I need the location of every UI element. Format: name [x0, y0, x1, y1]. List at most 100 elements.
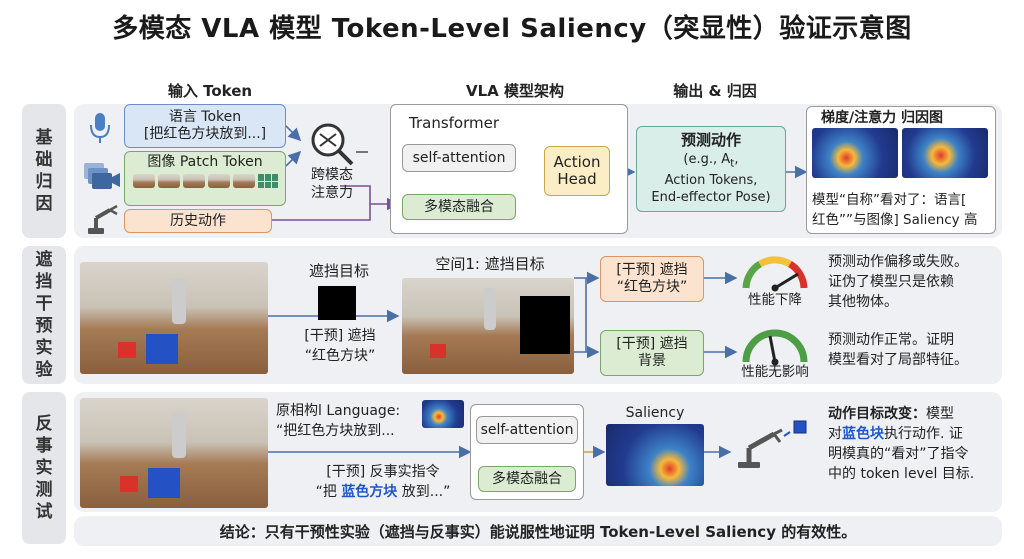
original-language: 原相构l Language: “把红色方块放到...: [276, 401, 426, 441]
attribution-note: 模型“自称”看对了：语言[ 红色””与图像] Saliency 高: [812, 190, 998, 230]
counterfactual-result-line2: 对蓝色块执行动作. 证: [828, 424, 1000, 444]
predicted-action-example-text: (e.g., A: [683, 152, 731, 168]
self-attention-block: self-attention: [402, 144, 516, 172]
predicted-action-pose: End-effector Pose): [651, 189, 771, 205]
transformer-label: Transformer: [409, 114, 500, 132]
cross-attention-search-icon: [311, 123, 354, 166]
side-label-basic: 基础归因: [22, 104, 66, 238]
language-token-content: [把红色方块放到...]: [143, 126, 267, 142]
result-mask-bg-line2: 模型看对了局部特征。: [828, 352, 968, 368]
action-head-block: Action Head: [544, 146, 610, 196]
robot-arm-blue-target-icon: [738, 420, 807, 468]
attribution-heatmap-2: [902, 128, 988, 178]
result-mask-red-line1: 预测动作偏移或失败。: [828, 254, 968, 270]
counterfactual-result-line4: 中的 token level 目标.: [828, 466, 975, 482]
robot-scene-photo: [80, 262, 268, 374]
cross-attention-label: 跨模态 注意力: [298, 166, 366, 202]
counterfactual-suffix: 放到...”: [397, 484, 451, 500]
gauge-stable-label: 性能无影响: [741, 364, 809, 380]
original-language-line2: “把红色方块放到...: [276, 423, 395, 439]
occluded-scene-photo: [402, 278, 574, 374]
counterfactual-result-action: 执行动作. 证: [884, 426, 963, 442]
original-saliency-thumbnail: [422, 400, 464, 428]
counterfactual-self-attention-label: self-attention: [480, 421, 574, 438]
attribution-map-title: 梯度/注意力 归因图: [821, 110, 943, 126]
result-mask-background: 预测动作正常。证明 模型看对了局部特征。: [828, 330, 1000, 370]
token-grid-icon: [257, 174, 278, 188]
counterfactual-instruction: [干预] 反事实指令 “把 蓝色方块 放到...”: [288, 462, 478, 502]
patch-tile: [132, 174, 155, 188]
result-mask-red-line2: 证伪了模型只是依赖: [828, 274, 954, 290]
counterfactual-result-target: 蓝色块: [842, 426, 884, 442]
language-token-label: 语言 Token: [168, 109, 242, 125]
result-mask-red: 预测动作偏移或失败。 证伪了模型只是依赖 其他物体。: [828, 252, 1000, 312]
camera-frames-icon: [84, 163, 120, 189]
result-mask-bg-line1: 预测动作正常。证明: [828, 332, 954, 348]
counterfactual-fusion-label: 多模态融合: [492, 470, 562, 487]
history-action-label: 历史动作: [170, 212, 226, 229]
intervene-mask-line1: [干预] 遮挡: [304, 328, 376, 344]
gauge-stable-icon: [742, 329, 808, 366]
result-mask-red-line3: 其他物体。: [828, 294, 898, 310]
robot-arm-in-photo: [172, 278, 186, 324]
predicted-action-example-comma: ,: [734, 152, 739, 168]
predicted-action-title: 预测动作: [680, 131, 741, 150]
cross-attention-line1: 跨模态: [311, 167, 353, 183]
counterfactual-target: 蓝色方块: [341, 484, 398, 500]
attribution-note-line1: 模型“自称”看对了：语言[: [812, 192, 967, 208]
robot-arm-icon: [88, 204, 118, 234]
side-label-counterfactual: 反事实测试: [22, 392, 66, 544]
red-cube: [430, 344, 446, 358]
counterfactual-result-dui: 对: [828, 426, 842, 442]
branch-mask-red-line1: [干预] 遮挡: [616, 262, 688, 278]
patch-tile: [232, 174, 255, 188]
history-action-box: 历史动作: [124, 209, 272, 233]
header-output: 输出 & 归因: [673, 82, 757, 100]
saliency-label: Saliency: [625, 405, 685, 421]
counterfactual-result-line1: 动作目标改变：模型: [828, 404, 1000, 424]
attribution-note-line2: 红色””与图像] Saliency 高: [812, 212, 978, 228]
branch-mask-bg-line1: [干预] 遮挡: [616, 336, 688, 352]
branch-mask-bg-line2: 背景: [638, 353, 666, 369]
header-input: 输入 Token: [167, 82, 253, 100]
panel-conclusion: [74, 516, 1002, 546]
side-label-occlusion: 遮挡干预实验: [22, 246, 66, 384]
patch-tile: [207, 174, 230, 188]
side-label-basic-text: 基础归因: [35, 128, 53, 214]
action-head-line1: Action: [553, 153, 601, 171]
patch-tile: [157, 174, 180, 188]
gauge-drop-icon: [742, 256, 808, 292]
attribution-heatmap-1: [812, 128, 898, 178]
side-label-occlusion-text: 遮挡干预实验: [35, 250, 53, 380]
counterfactual-result-heading: 动作目标改变：: [828, 406, 926, 422]
robot-arm-in-photo: [172, 412, 186, 458]
counterfactual-line2: “把 蓝色方块 放到...”: [288, 482, 478, 502]
space-label: 空间1: 遮挡目标: [435, 255, 545, 273]
predicted-action-example: (e.g., At,: [683, 151, 738, 172]
microphone-icon: [90, 113, 110, 143]
counterfactual-line1: [干预] 反事实指令: [326, 464, 440, 480]
counterfactual-result: 动作目标改变：模型 对蓝色块执行动作. 证 明模真的“看对”了指令 中的 tok…: [828, 404, 1000, 484]
language-token-box: 语言 Token [把红色方块放到...]: [124, 104, 286, 148]
image-patch-token-label: 图像 Patch Token: [147, 154, 263, 170]
image-patch-token-box: 图像 Patch Token: [124, 151, 286, 206]
occlusion-mask: [520, 296, 570, 354]
counterfactual-self-attention: self-attention: [476, 416, 578, 444]
counterfactual-result-model: 模型: [926, 406, 954, 422]
blue-cube: [148, 468, 180, 498]
predicted-action-box: 预测动作 (e.g., At, Action Tokens, End-effec…: [636, 126, 786, 212]
conclusion-text: 结论：只有干预性实验（遮挡与反事实）能说服性地证明 Token-Level Sa…: [219, 522, 857, 541]
multimodal-fusion-block: 多模态融合: [402, 194, 516, 220]
header-arch: VLA 模型架构: [466, 82, 564, 100]
predicted-action-tokens: Action Tokens,: [664, 172, 758, 188]
intervene-mask-line2: “红色方块”: [304, 348, 376, 364]
counterfactual-prefix: “把: [315, 484, 342, 500]
blue-cube: [146, 334, 178, 364]
mask-square: [318, 286, 356, 320]
patch-tile: [182, 174, 205, 188]
branch-mask-background: [干预] 遮挡 背景: [600, 330, 704, 376]
page-title: 多模态 VLA 模型 Token-Level Saliency（突显性）验证示意…: [112, 14, 912, 44]
original-language-line1: 原相构l Language:: [276, 403, 401, 419]
gauge-drop-label: 性能下降: [748, 292, 802, 308]
patch-strip: [132, 174, 278, 188]
